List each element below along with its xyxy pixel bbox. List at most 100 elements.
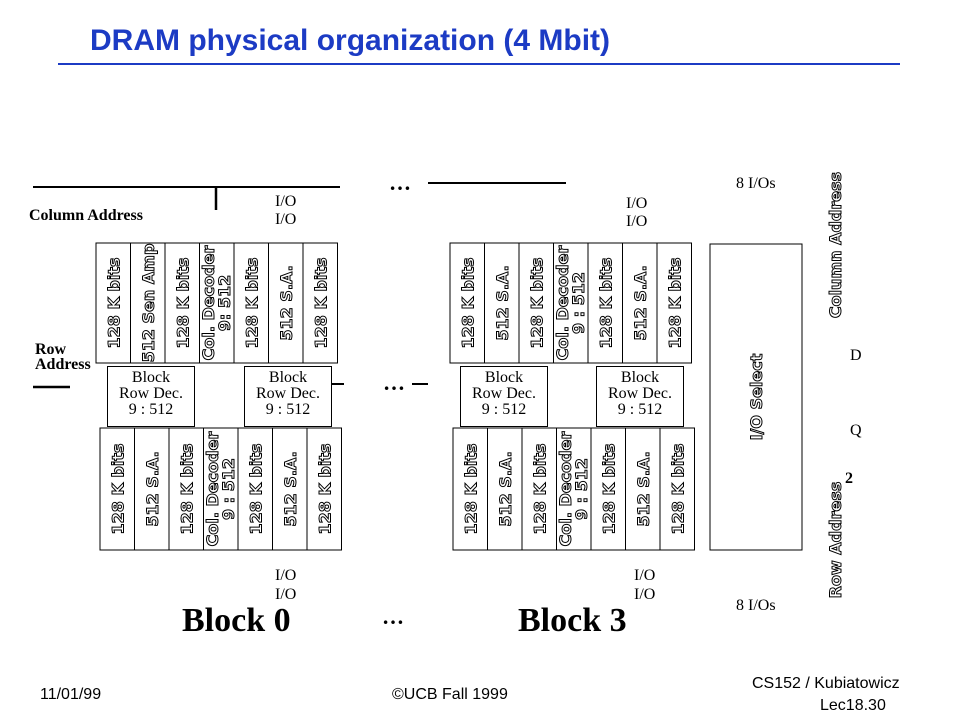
row-address-label-line1: Row [35, 341, 67, 358]
block3-top-cell-box [622, 242, 658, 364]
block3-bottom-cell-label: 512 S.A. [634, 451, 653, 526]
block0-name: Block 0 [182, 602, 291, 639]
block3-bottom-cell-label: 128 K bits [668, 443, 687, 534]
block0-bottom-cell-label: 128 K bits [315, 443, 334, 534]
row-decoder-line2: Row Dec. [608, 385, 672, 402]
block3-bottom-cell-label: 128 K bits [530, 443, 549, 534]
row-decoder-line1: Block [484, 369, 524, 386]
block3-bottom-io-2: I/O [634, 586, 656, 603]
block0-bottom-io-2: I/O [275, 586, 297, 603]
row-decoder-line1: Block [268, 369, 308, 386]
io-select-box [709, 243, 803, 551]
block0-bottom-cell-label: 512 S.A. [281, 451, 300, 526]
block0-bottom-cell-box [168, 427, 204, 551]
two-label: 2 [845, 470, 853, 487]
block0-bottom-cell-label: 128 K bits [177, 443, 196, 534]
bottom-ellipsis: … [382, 604, 404, 629]
block0-top-cell-box [130, 242, 166, 364]
d-pin-label: D [850, 347, 862, 364]
block3-top-cell-label: 512 S.A. [631, 265, 650, 340]
block3-top-cell-label: 128 K bits [527, 257, 546, 348]
footer-date: 11/01/99 [40, 686, 102, 703]
block3-top-cell-box [656, 242, 692, 364]
row-decoder-line3: 9 : 512 [481, 401, 527, 418]
footer-copyright: ©UCB Fall 1999 [392, 686, 508, 703]
block3-top-cell-box [484, 242, 520, 364]
block0-bottom-cell-label: Col. Decoder9 : 512 [203, 432, 238, 547]
block0-top-cell-box [199, 242, 235, 364]
block3-top-cell-box [518, 242, 554, 364]
block0-row-decoder-left: Block Row Dec. 9 : 512 [107, 366, 195, 427]
block3-row-decoder-right: Block Row Dec. 9 : 512 [596, 366, 684, 427]
footer-course: CS152 / Kubiatowicz [752, 675, 900, 692]
block0-top-cell-box [302, 242, 338, 364]
block3-bottom-cell-label: 512 S.A. [496, 451, 515, 526]
block0-top-cell-label: 128 K bits [173, 257, 192, 348]
block0-top-cell-label: Col. Decoder9: 512 [199, 246, 234, 361]
block3-top-cell-label: 512 S.A. [493, 265, 512, 340]
block3-bottom-cell-box [590, 427, 626, 551]
block0-top-io-1: I/O [275, 193, 297, 210]
block3-bottom-cell-box [659, 427, 695, 551]
block0-row-decoder-right: Block Row Dec. 9 : 512 [244, 366, 332, 427]
bottom-eight-ios: 8 I/Os [736, 597, 776, 614]
block3-top-cell-label: Col. Decoder9 : 512 [553, 246, 588, 361]
right-column-address-label: Column Address [826, 172, 845, 318]
footer-lecture: Lec18.30 [820, 697, 886, 714]
block3-top-cell-box [553, 242, 589, 364]
row-decoder-line2: Row Dec. [119, 385, 183, 402]
block0-top-cell-box [268, 242, 304, 364]
block3-bottom-cell-label: Col. Decoder9 : 512 [556, 432, 591, 547]
block0-bottom-cell-box [306, 427, 342, 551]
block0-bottom-cell-box [134, 427, 170, 551]
block0-bottom-io-1: I/O [275, 567, 297, 584]
block3-bottom-cell-box [556, 427, 592, 551]
row-address-label-line2: Address [35, 356, 91, 373]
block3-top-cell-box [449, 242, 485, 364]
middle-ellipsis: … [383, 370, 405, 395]
block0-top-cell-label: 128 K bits [104, 257, 123, 348]
block3-top-cell-label: 128 K bits [665, 257, 684, 348]
title-underline [58, 63, 900, 65]
row-decoder-line3: 9 : 512 [128, 401, 174, 418]
block0-top-cell-label: 512 Sen Amp [139, 244, 158, 363]
block0-top-io-2: I/O [275, 211, 297, 228]
top-ellipsis: … [389, 170, 411, 195]
block3-bottom-io-1: I/O [634, 567, 656, 584]
block3-name: Block 3 [518, 602, 627, 639]
q-pin-label: Q [850, 422, 862, 439]
row-decoder-line2: Row Dec. [472, 385, 536, 402]
right-row-address-label: Row Address [826, 482, 845, 599]
slide-title: DRAM physical organization (4 Mbit) [90, 24, 611, 57]
block3-top-cell-label: 128 K bits [596, 257, 615, 348]
block3-row-decoder-left: Block Row Dec. 9 : 512 [460, 366, 548, 427]
row-decoder-line1: Block [620, 369, 660, 386]
block0-top-cell-box [233, 242, 269, 364]
row-decoder-line1: Block [131, 369, 171, 386]
column-address-label: Column Address [29, 207, 143, 224]
block3-top-io-1: I/O [626, 195, 648, 212]
block0-bottom-cell-box [203, 427, 239, 551]
block0-top-cell-label: 128 K bits [242, 257, 261, 348]
block3-bottom-cell-label: 128 K bits [599, 443, 618, 534]
top-eight-ios: 8 I/Os [736, 175, 776, 192]
block3-top-cell-box [587, 242, 623, 364]
block3-top-io-2: I/O [626, 213, 648, 230]
block3-bottom-cell-box [487, 427, 523, 551]
row-decoder-line2: Row Dec. [256, 385, 320, 402]
block3-bottom-cell-label: 128 K bits [461, 443, 480, 534]
row-decoder-line3: 9 : 512 [617, 401, 663, 418]
block0-top-cell-label: 512 S.A. [277, 265, 296, 340]
block0-bottom-cell-box [237, 427, 273, 551]
block0-bottom-cell-label: 512 S.A. [143, 451, 162, 526]
row-decoder-line3: 9 : 512 [265, 401, 311, 418]
io-select-label: I/O Select [747, 353, 766, 440]
block0-bottom-cell-label: 128 K bits [108, 443, 127, 534]
block0-top-cell-box [164, 242, 200, 364]
block0-top-cell-label: 128 K bits [311, 257, 330, 348]
block0-bottom-cell-label: 128 K bits [246, 443, 265, 534]
block3-top-cell-label: 128 K bits [458, 257, 477, 348]
